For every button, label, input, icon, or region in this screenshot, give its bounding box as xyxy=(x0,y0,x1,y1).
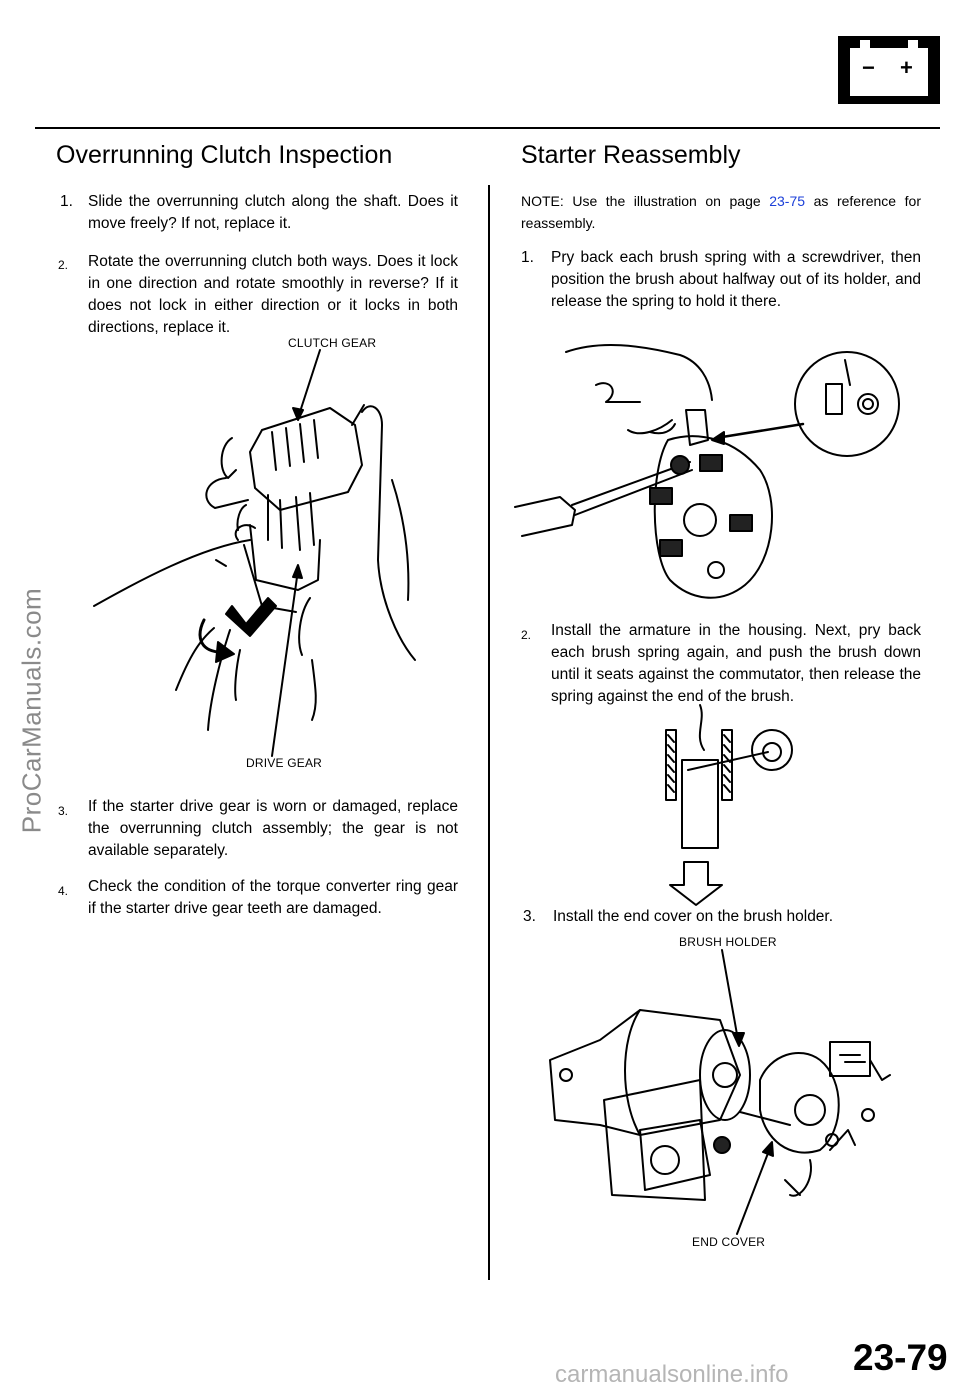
right-step-1-number: 1. xyxy=(521,249,534,266)
right-step-2-number: 2. xyxy=(521,628,532,642)
clutch-inspection-title: Overrunning Clutch Inspection xyxy=(56,141,393,169)
end-cover-label: END COVER xyxy=(692,1235,766,1249)
battery-minus-symbol: − xyxy=(862,55,875,80)
left-step-1-number: 1. xyxy=(60,193,73,210)
brush-holder-label: BRUSH HOLDER xyxy=(679,935,777,949)
footer-watermark: carmanualsonline.info xyxy=(555,1361,789,1388)
right-step-1-text: Pry back each brush spring with a screwd… xyxy=(551,249,921,310)
left-step-3-number: 3. xyxy=(58,804,69,818)
left-step-3-text: If the starter drive gear is worn or dam… xyxy=(88,798,458,859)
left-step-4-number: 4. xyxy=(58,884,69,898)
column-divider xyxy=(488,185,490,1280)
right-step-3-text: Install the end cover on the brush holde… xyxy=(553,908,834,925)
note-prefix: NOTE: Use the illustration on page xyxy=(521,193,761,209)
reassembly-note: NOTE: Use the illustration on page 23-75… xyxy=(521,190,921,234)
left-step-2-text: Rotate the overrunning clutch both ways.… xyxy=(88,253,458,336)
clutch-gear-label: CLUTCH GEAR xyxy=(288,336,377,350)
battery-icon: − + xyxy=(838,36,940,104)
right-step-2-text: Install the armature in the housing. Nex… xyxy=(551,622,921,705)
right-step-3-number: 3. xyxy=(523,908,536,925)
battery-plus-symbol: + xyxy=(900,55,913,80)
page-number: 23-79 xyxy=(853,1337,948,1378)
note-suffix: as reference for reassembly. xyxy=(521,193,921,231)
left-step-1-text: Slide the overrunning clutch along the s… xyxy=(88,193,458,232)
drive-gear-label: DRIVE GEAR xyxy=(246,756,323,770)
header-rule xyxy=(35,127,940,129)
left-step-4-text: Check the condition of the torque conver… xyxy=(88,878,458,917)
page-reference-link[interactable]: 23-75 xyxy=(769,193,806,209)
starter-reassembly-title: Starter Reassembly xyxy=(521,141,741,169)
left-step-2-number: 2. xyxy=(58,258,69,272)
